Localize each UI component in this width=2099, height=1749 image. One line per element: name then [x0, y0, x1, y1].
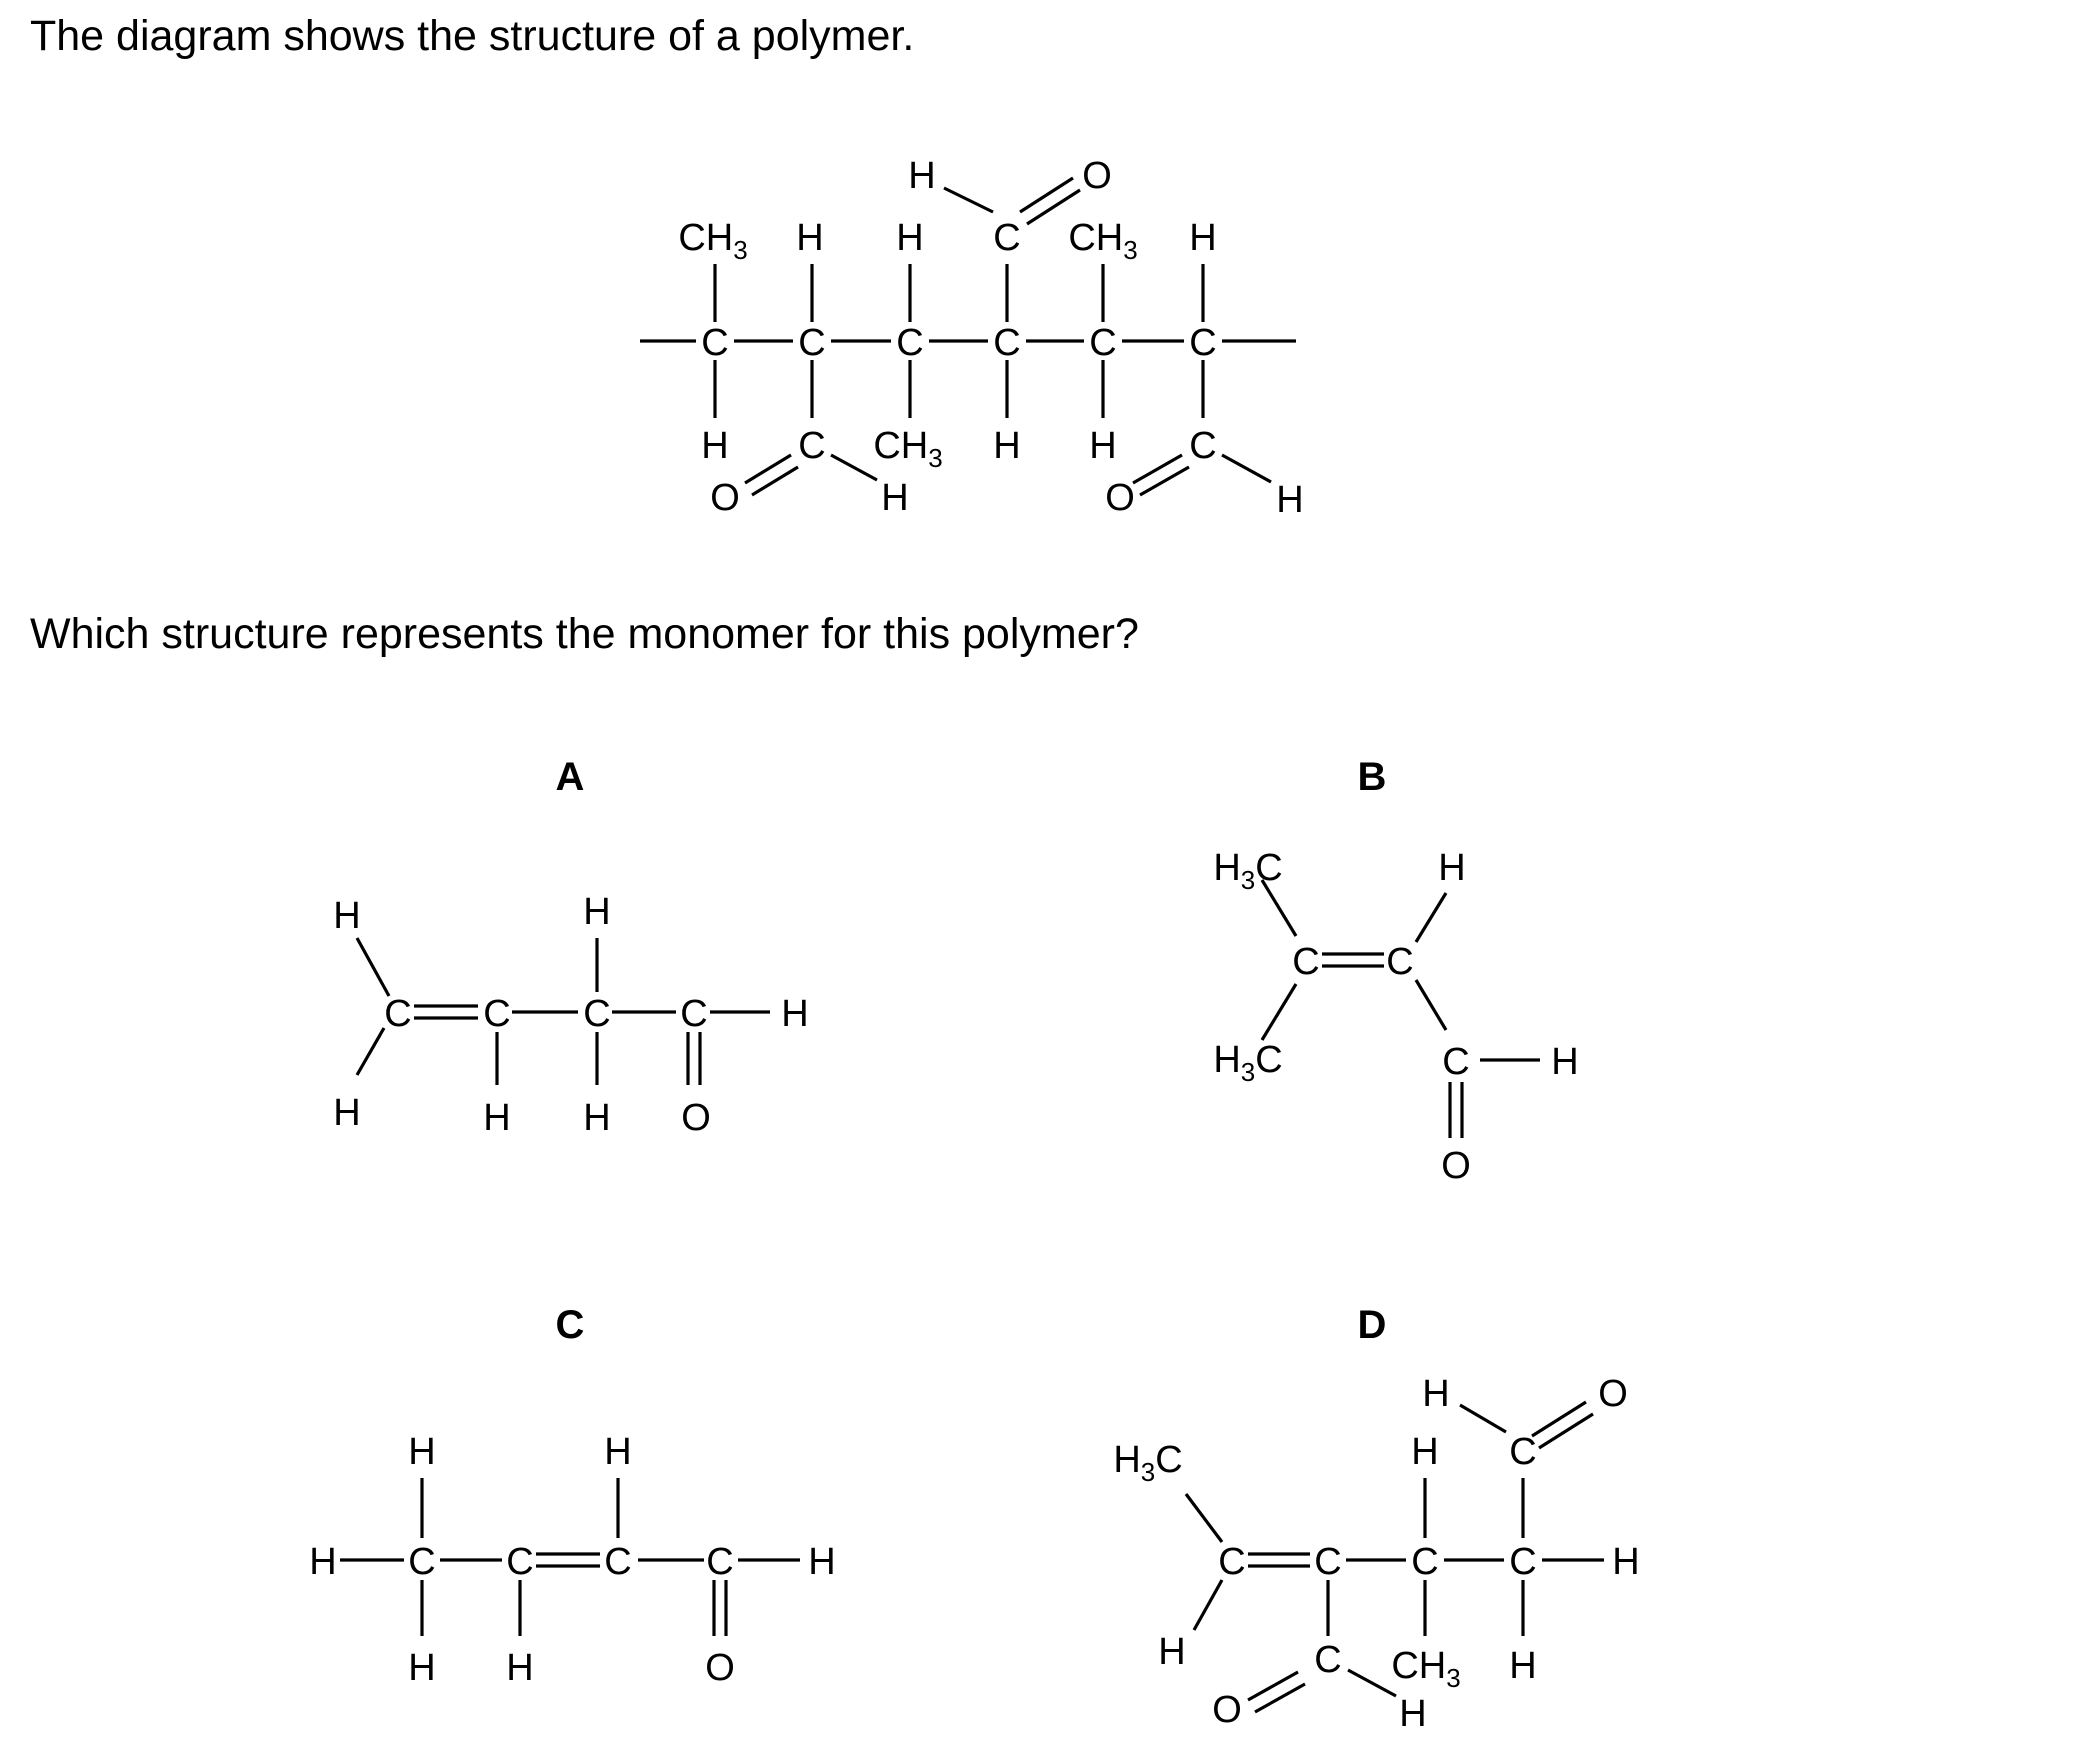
c-carbon: C: [506, 1541, 533, 1583]
a-oxygen: O: [681, 1097, 711, 1139]
polymer-carbon-4: C: [993, 322, 1020, 364]
a-carbon: C: [583, 993, 610, 1035]
polymer-carbon-6: C: [1189, 322, 1216, 364]
c-hydrogen: H: [408, 1647, 435, 1689]
c-oxygen: O: [705, 1647, 735, 1689]
polymer-hydrogen: H: [896, 217, 923, 259]
polymer-methyl-1: CH3: [678, 217, 747, 265]
d-hydrogen: H: [1158, 1631, 1185, 1673]
d-hydrogen: H: [1612, 1541, 1639, 1583]
c-hydrogen: H: [808, 1541, 835, 1583]
d-carbon: C: [1411, 1541, 1438, 1583]
a-carbon: C: [680, 993, 707, 1035]
polymer-aldehyde-oxygen: O: [1105, 477, 1135, 519]
d-aldehyde-hydrogen: H: [1422, 1373, 1449, 1415]
c-carbon: C: [408, 1541, 435, 1583]
polymer-carbon-1: C: [701, 322, 728, 364]
b-methyl: H3C: [1213, 847, 1282, 895]
d-aldehyde-carbon: C: [1314, 1639, 1341, 1681]
c-hydrogen: H: [604, 1431, 631, 1473]
c-hydrogen: H: [408, 1431, 435, 1473]
d-aldehyde-oxygen: O: [1212, 1689, 1242, 1731]
a-hydrogen: H: [781, 993, 808, 1035]
c-hydrogen: H: [506, 1647, 533, 1689]
option-c-structure: H C C C C H H H H H O: [309, 1431, 835, 1689]
b-methyl: H3C: [1213, 1039, 1282, 1087]
d-methyl: H3C: [1113, 1439, 1182, 1487]
polymer-hydrogen: H: [1089, 425, 1116, 467]
b-carbon: C: [1292, 941, 1319, 983]
option-label-c: C: [556, 1303, 585, 1347]
b-carbon: C: [1442, 1041, 1469, 1083]
d-hydrogen: H: [1509, 1645, 1536, 1687]
option-label-b: B: [1358, 755, 1387, 799]
a-hydrogen: H: [483, 1097, 510, 1139]
a-hydrogen: H: [583, 891, 610, 933]
question-prompt: Which structure represents the monomer f…: [30, 610, 1139, 658]
c-carbon: C: [604, 1541, 631, 1583]
polymer-methyl-3: CH3: [873, 425, 942, 473]
polymer-hydrogen: H: [701, 425, 728, 467]
polymer-methyl-2: CH3: [1068, 217, 1137, 265]
a-hydrogen: H: [583, 1097, 610, 1139]
polymer-carbon-5: C: [1089, 322, 1116, 364]
b-hydrogen: H: [1438, 847, 1465, 889]
option-label-a: A: [556, 755, 585, 799]
d-methyl: CH3: [1391, 1645, 1460, 1693]
polymer-aldehyde-carbon: C: [1189, 425, 1216, 467]
d-aldehyde-hydrogen: H: [1399, 1693, 1426, 1735]
intro-text: The diagram shows the structure of a pol…: [30, 12, 915, 60]
d-aldehyde-carbon: C: [1509, 1431, 1536, 1473]
b-carbon: C: [1386, 941, 1413, 983]
polymer-aldehyde-carbon: C: [798, 425, 825, 467]
a-hydrogen: H: [333, 1092, 360, 1134]
d-hydrogen: H: [1411, 1431, 1438, 1473]
option-b-structure: H3C H3C C C H C H O: [1213, 847, 1578, 1187]
polymer-carbon-3: C: [896, 322, 923, 364]
c-carbon: C: [706, 1541, 733, 1583]
c-hydrogen: H: [309, 1541, 336, 1583]
polymer-aldehyde-oxygen: O: [1082, 155, 1112, 197]
option-label-d: D: [1358, 1303, 1387, 1347]
polymer-aldehyde-hydrogen: H: [908, 155, 935, 197]
polymer-carbon-2: C: [798, 322, 825, 364]
polymer-structure: C C C C C C CH3 H H C CH3 H H O H C CH3 …: [640, 155, 1304, 521]
option-a-structure: H H C C C C H H H H O: [333, 891, 808, 1139]
b-hydrogen: H: [1551, 1041, 1578, 1083]
d-carbon: C: [1314, 1541, 1341, 1583]
polymer-hydrogen: H: [796, 217, 823, 259]
polymer-hydrogen: H: [993, 425, 1020, 467]
b-oxygen: O: [1441, 1145, 1471, 1187]
polymer-aldehyde-carbon: C: [993, 217, 1020, 259]
d-aldehyde-oxygen: O: [1598, 1373, 1628, 1415]
option-d-structure: H3C C C C C H H H C H O C O H CH3 H: [1113, 1373, 1639, 1735]
polymer-hydrogen: H: [1189, 217, 1216, 259]
d-carbon: C: [1218, 1541, 1245, 1583]
polymer-aldehyde-oxygen: O: [710, 477, 740, 519]
a-hydrogen: H: [333, 895, 360, 937]
polymer-aldehyde-hydrogen: H: [1276, 479, 1303, 521]
polymer-aldehyde-hydrogen: H: [881, 477, 908, 519]
d-carbon: C: [1509, 1541, 1536, 1583]
a-carbon: C: [483, 993, 510, 1035]
a-carbon: C: [384, 993, 411, 1035]
